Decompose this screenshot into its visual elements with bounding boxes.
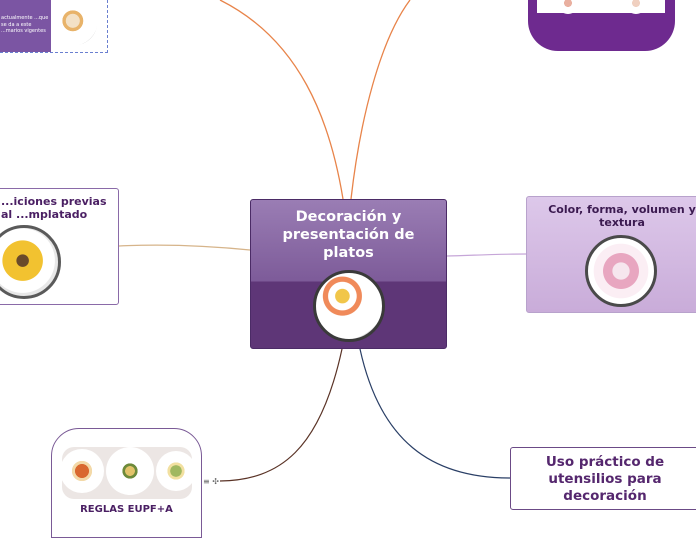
plate-image (557, 0, 579, 14)
plate-image (585, 235, 657, 307)
link-top-right (350, 0, 411, 200)
topic-node-right[interactable]: Color, forma, volumen y textura (526, 196, 696, 313)
node-title: ...iciones previas al ...mplatado (1, 195, 107, 221)
link-left (118, 244, 251, 251)
node-title: Color, forma, volumen y textura (548, 203, 696, 229)
image-strip (537, 0, 665, 14)
node-title: REGLAS EUPF+A (80, 504, 173, 515)
topic-node-top-right[interactable] (528, 0, 675, 51)
plate-image (313, 270, 385, 342)
link-top-left (219, 0, 344, 200)
central-topic[interactable]: Decoración y presentación de platos (250, 199, 447, 349)
collapse-toggle-icon[interactable]: ≡ ✣ (203, 477, 219, 486)
link-right (446, 253, 527, 257)
plate-image (62, 449, 104, 493)
topic-node-bottom-left[interactable]: REGLAS EUPF+A (51, 428, 202, 538)
link-bottom-left (219, 348, 343, 482)
plate-image (0, 225, 61, 299)
plate-image (53, 1, 97, 45)
plates-photo (62, 447, 192, 499)
plate-image (625, 0, 647, 14)
connector-lines (118, 0, 527, 482)
topic-node-left[interactable]: ...iciones previas al ...mplatado (0, 188, 119, 305)
node-text: actualmente ...que se da a este ...mario… (1, 15, 49, 34)
node-title: Uso práctico de utensilios para decoraci… (545, 454, 665, 504)
topic-node-top-left[interactable]: actualmente ...que se da a este ...mario… (0, 0, 108, 53)
plate-image (156, 451, 192, 491)
central-title: Decoración y presentación de platos (282, 209, 415, 261)
plate-image (106, 447, 154, 495)
node-color-band (0, 0, 51, 52)
topic-node-bottom-right[interactable]: Uso práctico de utensilios para decoraci… (510, 447, 696, 510)
link-bottom-right (359, 348, 511, 479)
